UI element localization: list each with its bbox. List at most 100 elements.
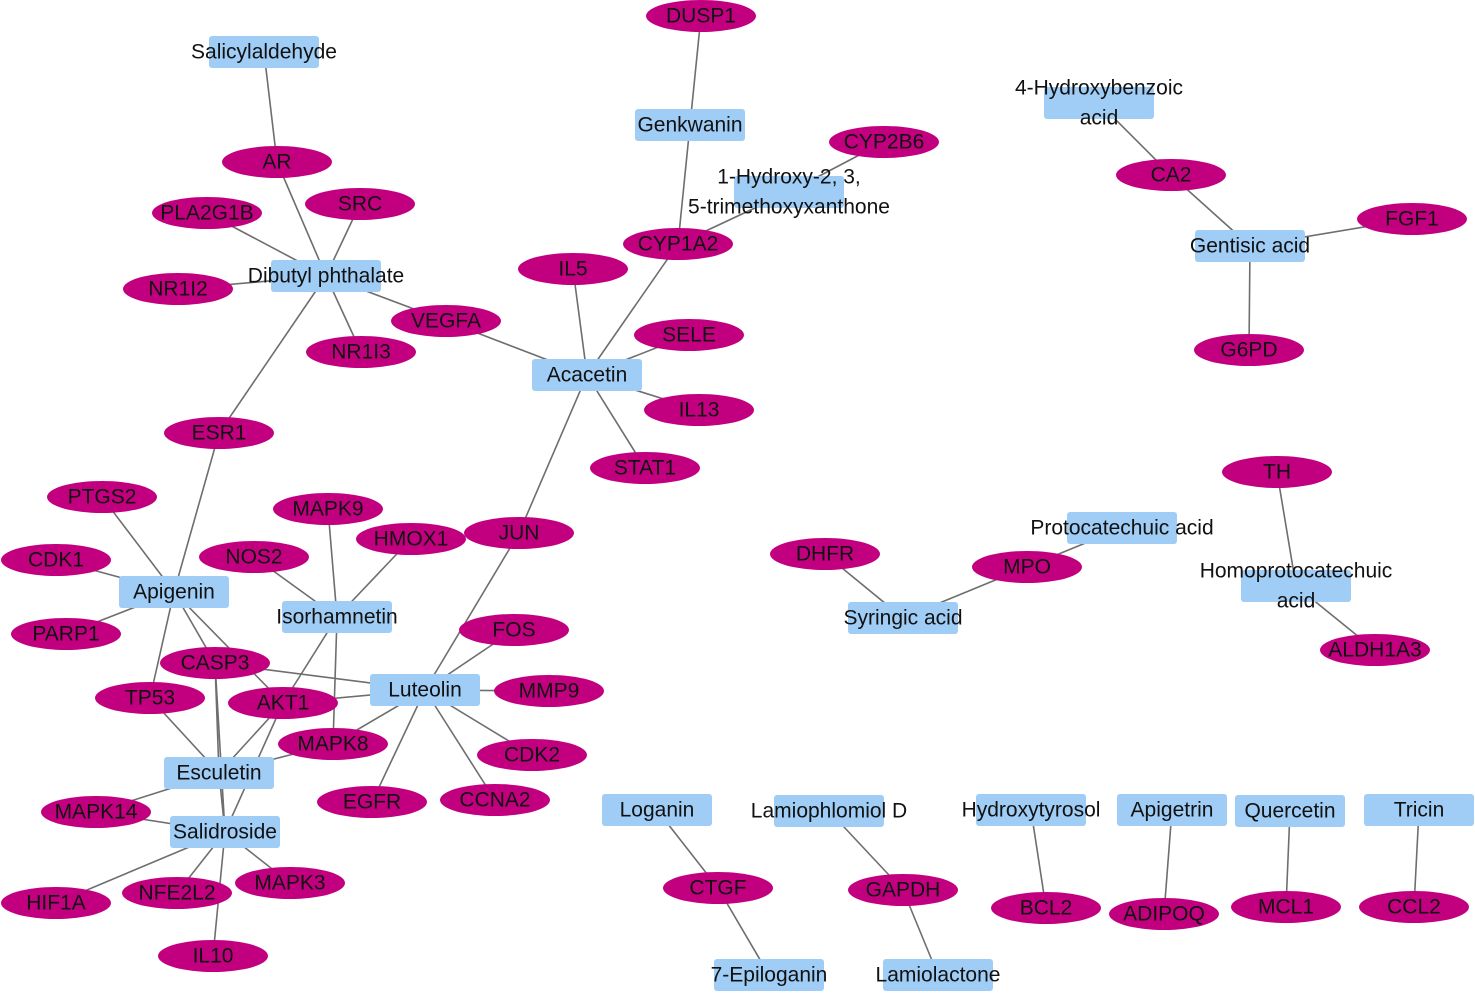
target-node-gapdh[interactable]: GAPDH — [848, 874, 958, 906]
compound-node-acacetin[interactable]: Acacetin — [532, 359, 642, 391]
target-node-pla2g1b[interactable]: PLA2G1B — [152, 197, 262, 229]
target-node-mpo[interactable]: MPO — [972, 551, 1082, 583]
target-node-jun[interactable]: JUN — [464, 517, 574, 549]
compound-node-apigetrin[interactable]: Apigetrin — [1117, 794, 1227, 826]
target-node-hmox1[interactable]: HMOX1 — [356, 523, 466, 555]
target-node-g6pd[interactable]: G6PD — [1194, 334, 1304, 366]
edge-genkwanin-dusp1 — [689, 15, 702, 126]
target-label: SRC — [338, 193, 382, 216]
target-ellipse — [646, 0, 756, 32]
target-node-akt1[interactable]: AKT1 — [228, 687, 338, 719]
target-node-cyp2b6[interactable]: CYP2B6 — [829, 126, 939, 158]
target-node-ctgf[interactable]: CTGF — [663, 872, 773, 904]
target-node-cyp1a2[interactable]: CYP1A2 — [623, 228, 733, 260]
target-node-cdk1[interactable]: CDK1 — [1, 544, 111, 576]
compound-node-salidroside[interactable]: Salidroside — [170, 816, 280, 848]
target-node-nr1i3[interactable]: NR1I3 — [306, 336, 416, 368]
compound-node-apigenin[interactable]: Apigenin — [119, 576, 229, 608]
target-ellipse — [199, 541, 309, 573]
compound-box — [635, 109, 745, 141]
edge-acacetin-il5 — [572, 268, 588, 376]
target-label: ALDH1A3 — [1328, 639, 1421, 662]
target-node-il5[interactable]: IL5 — [518, 253, 628, 285]
target-node-ca2[interactable]: CA2 — [1116, 159, 1226, 191]
compound-node-quercetin[interactable]: Quercetin — [1235, 795, 1345, 827]
target-ellipse — [644, 394, 754, 426]
compound-node-salicylaldehyde[interactable]: Salicylaldehyde — [191, 36, 337, 68]
target-node-ar[interactable]: AR — [222, 146, 332, 178]
target-node-il13[interactable]: IL13 — [644, 394, 754, 426]
target-node-dusp1[interactable]: DUSP1 — [646, 0, 756, 32]
target-node-nfe2l2[interactable]: NFE2L2 — [122, 877, 232, 909]
target-node-egfr[interactable]: EGFR — [317, 786, 427, 818]
target-node-sele[interactable]: SELE — [634, 319, 744, 351]
target-node-casp3[interactable]: CASP3 — [160, 647, 270, 679]
target-node-dhfr[interactable]: DHFR — [770, 538, 880, 570]
target-ellipse — [829, 126, 939, 158]
target-ellipse — [1, 544, 111, 576]
target-node-mmp9[interactable]: MMP9 — [494, 675, 604, 707]
target-label: TP53 — [125, 687, 175, 710]
target-node-th[interactable]: TH — [1222, 456, 1332, 488]
target-node-bcl2[interactable]: BCL2 — [991, 892, 1101, 924]
compound-label: Lamiophlomiol D — [751, 800, 907, 823]
target-node-vegfa[interactable]: VEGFA — [391, 305, 501, 337]
compound-label: Lamiolactone — [876, 964, 1001, 987]
target-node-nos2[interactable]: NOS2 — [199, 541, 309, 573]
target-node-tp53[interactable]: TP53 — [95, 682, 205, 714]
target-ellipse — [590, 452, 700, 484]
target-node-hif1a[interactable]: HIF1A — [1, 887, 111, 919]
compound-node-gentisic-acid[interactable]: Gentisic acid — [1190, 230, 1310, 262]
compound-node-tricin[interactable]: Tricin — [1364, 794, 1474, 826]
target-node-mapk8[interactable]: MAPK8 — [278, 728, 388, 760]
target-ellipse — [1357, 203, 1467, 235]
compound-node-luteolin[interactable]: Luteolin — [370, 674, 480, 706]
target-node-mapk14[interactable]: MAPK14 — [41, 796, 151, 828]
target-ellipse — [235, 867, 345, 899]
target-node-mapk9[interactable]: MAPK9 — [273, 493, 383, 525]
compound-node-lamiophlomiol-d[interactable]: Lamiophlomiol D — [751, 795, 907, 827]
target-node-src[interactable]: SRC — [305, 188, 415, 220]
target-node-nr1i2[interactable]: NR1I2 — [123, 273, 233, 305]
compound-box — [209, 36, 319, 68]
compound-node-protocatechuic-acid[interactable]: Protocatechuic acid — [1030, 512, 1214, 544]
target-node-esr1[interactable]: ESR1 — [164, 417, 274, 449]
target-ellipse — [273, 493, 383, 525]
target-node-cdk2[interactable]: CDK2 — [477, 739, 587, 771]
target-node-parp1[interactable]: PARP1 — [11, 618, 121, 650]
compound-node-genkwanin[interactable]: Genkwanin — [635, 109, 745, 141]
compound-node-esculetin[interactable]: Esculetin — [164, 757, 274, 789]
target-node-mapk3[interactable]: MAPK3 — [235, 867, 345, 899]
target-label: CCL2 — [1387, 896, 1441, 919]
target-node-ccl2[interactable]: CCL2 — [1359, 891, 1469, 923]
target-node-mcl1[interactable]: MCL1 — [1231, 891, 1341, 923]
target-node-fgf1[interactable]: FGF1 — [1357, 203, 1467, 235]
compound-node-dibutyl-phthalate[interactable]: Dibutyl phthalate — [248, 260, 404, 292]
target-node-aldh1a3[interactable]: ALDH1A3 — [1320, 634, 1430, 666]
target-node-adipoq[interactable]: ADIPOQ — [1109, 898, 1219, 930]
compound-label: Tricin — [1394, 799, 1445, 822]
target-label: PLA2G1B — [160, 202, 253, 225]
compound-label: 5-trimethoxyxanthone — [688, 196, 890, 219]
compound-node-hydroxytyrosol[interactable]: Hydroxytyrosol — [962, 794, 1101, 826]
target-node-fos[interactable]: FOS — [459, 614, 569, 646]
target-ellipse — [972, 551, 1082, 583]
compound-node-lamiolactone[interactable]: Lamiolactone — [876, 959, 1001, 991]
target-node-ptgs2[interactable]: PTGS2 — [47, 481, 157, 513]
compound-label: Luteolin — [388, 679, 462, 702]
target-node-ccna2[interactable]: CCNA2 — [440, 784, 550, 816]
compound-node-hydroxy-trimethoxyxanthone[interactable]: 1-Hydroxy-2, 3,5-trimethoxyxanthone — [688, 166, 890, 219]
edge-apigenin-esr1 — [173, 432, 220, 593]
compound-node-isorhamnetin[interactable]: Isorhamnetin — [276, 601, 398, 633]
target-node-stat1[interactable]: STAT1 — [590, 452, 700, 484]
target-node-il10[interactable]: IL10 — [158, 940, 268, 972]
target-label: MMP9 — [519, 680, 580, 703]
compound-node-epiloganin[interactable]: 7-Epiloganin — [711, 959, 828, 991]
compound-node-loganin[interactable]: Loganin — [602, 794, 712, 826]
target-ellipse — [494, 675, 604, 707]
target-label: STAT1 — [614, 457, 676, 480]
compound-node-syringic-acid[interactable]: Syringic acid — [843, 602, 963, 634]
target-ellipse — [158, 940, 268, 972]
